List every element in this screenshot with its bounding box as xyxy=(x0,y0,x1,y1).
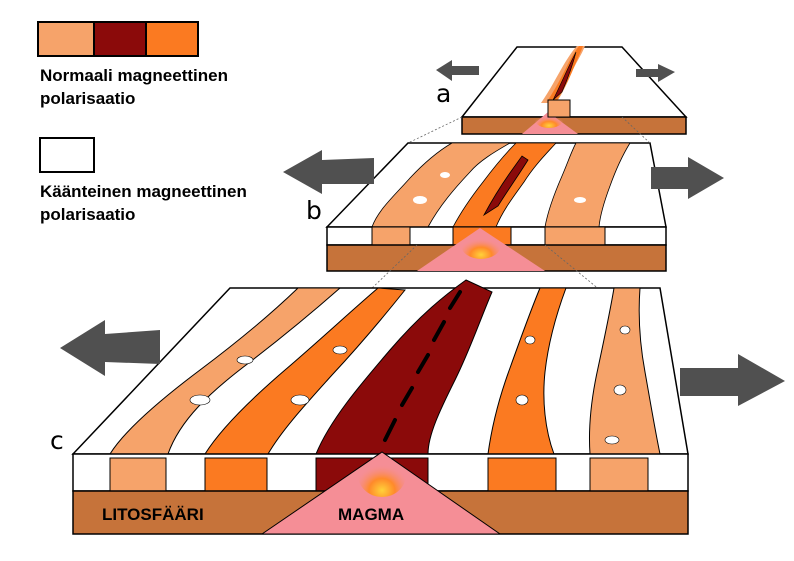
legend-reverse-line1: Käänteinen magneettinen xyxy=(40,182,247,201)
lithosphere-label: LITOSFÄÄRI xyxy=(102,505,204,524)
arrow-left-icon xyxy=(283,150,374,194)
magma-label: MAGMA xyxy=(338,505,404,524)
legend-normal-swatch xyxy=(37,21,199,57)
arrow-right-icon xyxy=(680,354,785,406)
arrow-left-icon xyxy=(436,60,479,81)
arrow-right-icon xyxy=(636,64,675,82)
stage-label-a: a xyxy=(436,79,451,108)
legend-normal-line1: Normaali magneettinen xyxy=(40,66,228,85)
arrow-right-icon xyxy=(651,157,724,199)
legend-normal-line2: polarisaatio xyxy=(40,89,136,108)
arrow-left-icon xyxy=(60,320,160,376)
legend-normal-label: Normaali magneettinen polarisaatio xyxy=(40,64,228,110)
legend-reverse-line2: polarisaatio xyxy=(40,205,136,224)
stage-a-block xyxy=(460,46,688,135)
legend-reverse-swatch xyxy=(39,137,95,173)
zoom-guides xyxy=(369,116,651,291)
stage-label-c: c xyxy=(50,426,64,455)
stage-b-block xyxy=(325,142,667,272)
legend-reverse-label: Käänteinen magneettinen polarisaatio xyxy=(40,180,247,226)
stage-c-block xyxy=(71,279,689,535)
stage-label-b: b xyxy=(306,196,322,225)
